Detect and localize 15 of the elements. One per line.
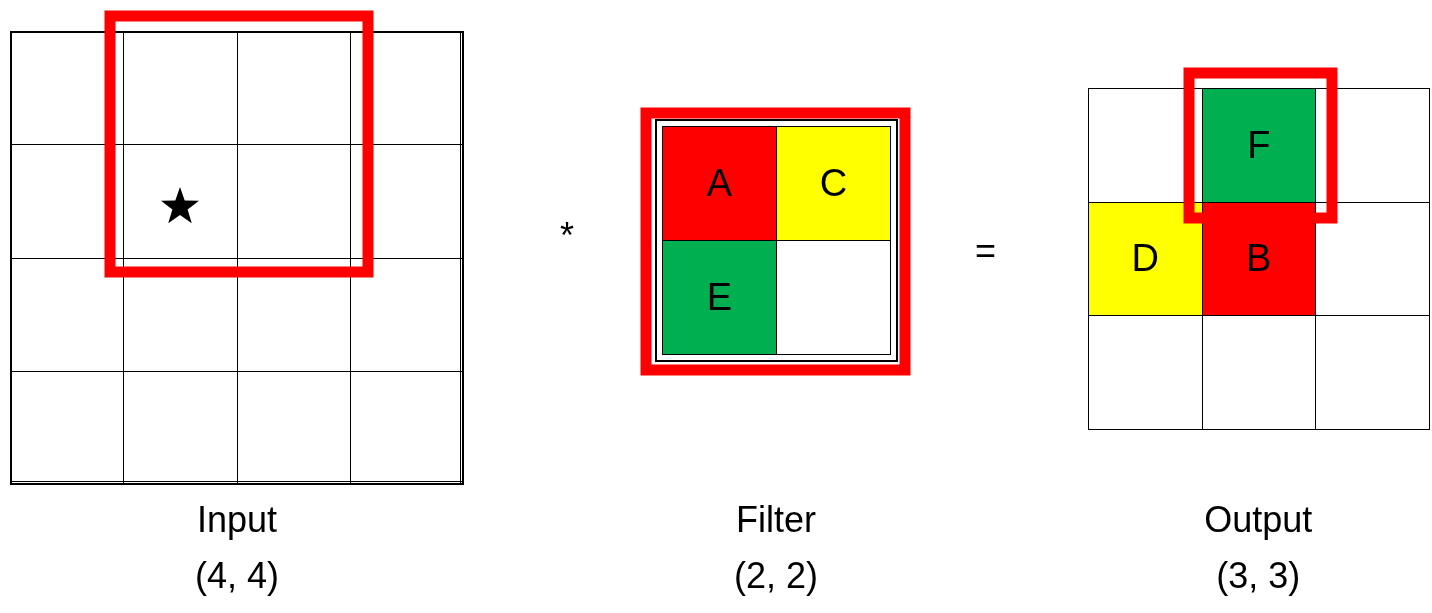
grid-cell bbox=[1088, 315, 1203, 430]
grid-caption: Input (4, 4) bbox=[194, 498, 280, 598]
grid-cell bbox=[1315, 315, 1430, 430]
grid-cell bbox=[1315, 88, 1430, 203]
grid-cell: E bbox=[662, 240, 777, 355]
grid-cell: A bbox=[662, 126, 777, 241]
grid-cell bbox=[1088, 88, 1203, 203]
grid-cell: C bbox=[776, 126, 891, 241]
grid-cell: F bbox=[1201, 88, 1316, 203]
operator-symbol: * bbox=[560, 215, 574, 257]
operator-symbol: = bbox=[975, 230, 997, 272]
grid-cell bbox=[776, 240, 891, 355]
grid-caption: Output (3, 3) bbox=[1203, 498, 1314, 598]
grid-caption: Filter (2, 2) bbox=[733, 498, 819, 598]
grid-cell: D bbox=[1088, 201, 1203, 316]
